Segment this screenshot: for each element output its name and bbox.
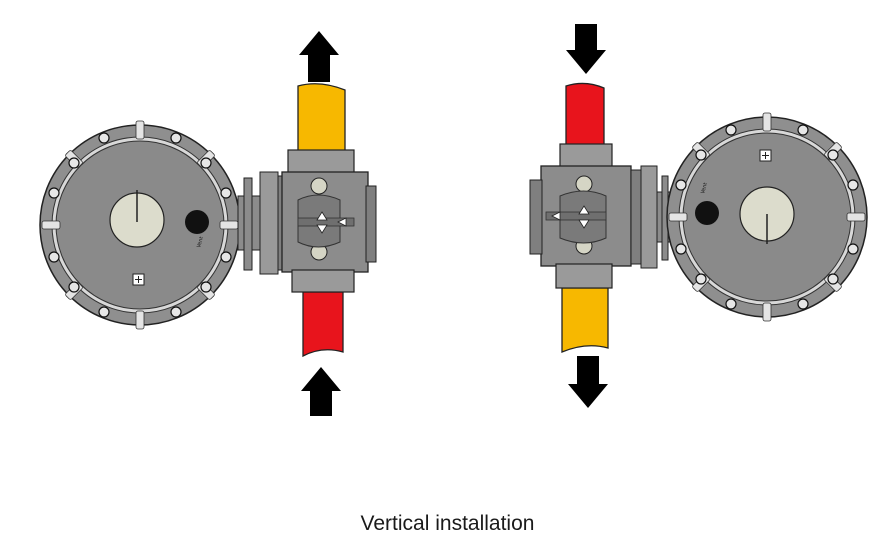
left-connection-flange	[237, 171, 289, 275]
left-actuator-housing: Vent	[39, 120, 241, 330]
diagram-caption: Vertical installation	[360, 512, 535, 535]
right-actuator-housing: Vent	[666, 112, 868, 322]
right-regulator-assembly: Vent	[529, 24, 868, 408]
arrow-down-icon	[566, 24, 606, 74]
left-regulator-assembly: Vent	[39, 31, 377, 416]
left-inlet-pipe	[302, 291, 344, 358]
arrow-up-icon	[299, 31, 339, 82]
left-valve-body	[281, 149, 377, 293]
right-inlet-pipe	[565, 82, 605, 147]
arrow-down-icon	[568, 356, 608, 408]
right-outlet-pipe	[561, 287, 609, 353]
arrow-up-icon	[301, 367, 341, 416]
right-valve-body	[529, 143, 632, 289]
left-outlet-pipe	[297, 83, 346, 153]
svg-text:Vent: Vent	[700, 182, 709, 194]
svg-text:Vent: Vent	[196, 236, 205, 248]
